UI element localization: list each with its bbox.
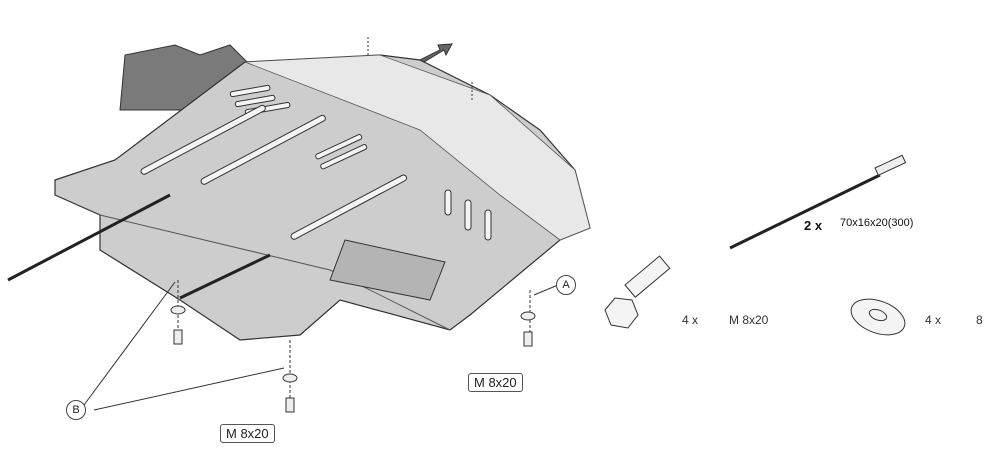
tie-rod: [7, 193, 171, 282]
washer-qty: 4 x: [925, 313, 942, 327]
bolt-qty: 4 x: [682, 313, 699, 327]
washer-spec: 8: [976, 313, 983, 327]
bolt-icon: [604, 255, 671, 329]
plate-top-face: [244, 54, 591, 241]
callout-a: A: [556, 275, 576, 295]
tie-rod-spec: 70x16x20(300): [840, 217, 914, 229]
fwd-arrow-icon: [418, 43, 453, 63]
bolt-label-b: M 8x20: [220, 424, 275, 443]
tie-rod-qty: 2 x: [804, 218, 823, 233]
bolt-spec: M 8x20: [729, 313, 769, 327]
tie-rod: [179, 253, 271, 300]
bolt-label-a: M 8x20: [468, 373, 523, 392]
slots: [140, 84, 492, 241]
access-panel: [329, 239, 446, 301]
leader-lines: [83, 281, 559, 411]
washer-icon: [850, 298, 906, 336]
tie-rod-icon: [729, 173, 881, 250]
callout-b: B: [66, 400, 86, 420]
plate-fold: [99, 214, 451, 331]
fasteners: [170, 280, 536, 413]
